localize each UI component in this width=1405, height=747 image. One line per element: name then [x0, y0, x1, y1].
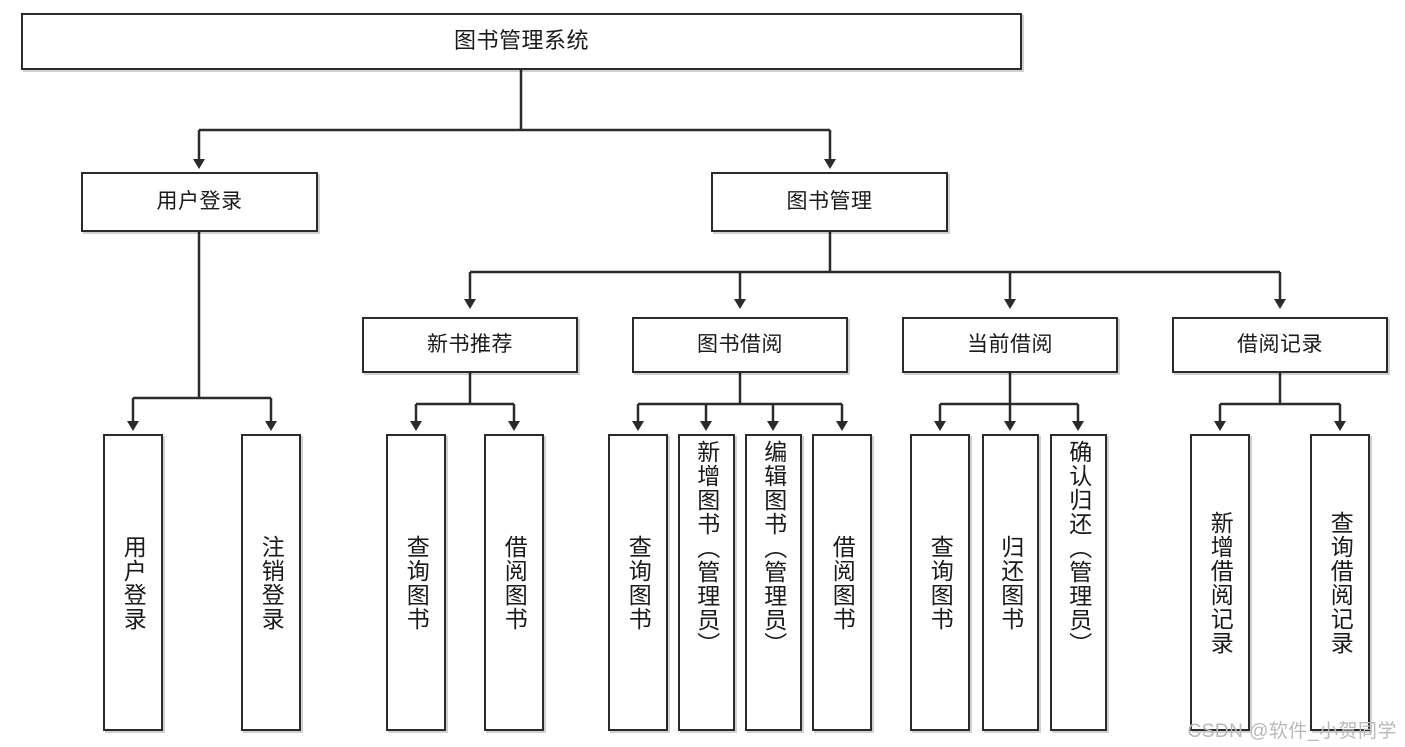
leaf-return-book[interactable]: 归还图书 — [982, 434, 1039, 731]
leaf-borrow-book-label: 借阅图书 — [829, 534, 856, 631]
leaf-borrow-book[interactable]: 借阅图书 — [812, 434, 872, 731]
leaf-query-borrow-record-label: 查询借阅记录 — [1327, 510, 1354, 655]
leaf-confirm-return-admin-label: 确认归还（管理员） — [1065, 440, 1092, 656]
node-book-management[interactable]: 图书管理 — [711, 172, 948, 232]
node-borrow-record-label: 借阅记录 — [1237, 333, 1323, 357]
node-current-borrow[interactable]: 当前借阅 — [902, 317, 1118, 373]
node-user-login[interactable]: 用户登录 — [81, 172, 318, 232]
leaf-query-book-borrow-label: 查询图书 — [625, 534, 652, 631]
leaf-edit-book-admin-label: 编辑图书（管理员） — [760, 440, 787, 656]
leaf-borrow-book-recommend-label: 借阅图书 — [501, 534, 528, 631]
leaf-user-login[interactable]: 用户登录 — [103, 434, 163, 731]
leaf-add-book-admin[interactable]: 新增图书（管理员） — [678, 434, 735, 731]
leaf-logout-label: 注销登录 — [258, 534, 285, 631]
node-new-book-recommend[interactable]: 新书推荐 — [362, 317, 578, 373]
leaf-edit-book-admin[interactable]: 编辑图书（管理员） — [745, 434, 802, 731]
node-root[interactable]: 图书管理系统 — [21, 13, 1022, 70]
node-current-borrow-label: 当前借阅 — [967, 333, 1053, 357]
leaf-logout[interactable]: 注销登录 — [241, 434, 301, 731]
node-new-book-recommend-label: 新书推荐 — [427, 333, 513, 357]
leaf-query-borrow-record[interactable]: 查询借阅记录 — [1310, 434, 1370, 731]
node-book-borrow-label: 图书借阅 — [697, 333, 783, 357]
node-borrow-record[interactable]: 借阅记录 — [1172, 317, 1388, 373]
node-user-login-label: 用户登录 — [156, 190, 243, 214]
leaf-query-book-current[interactable]: 查询图书 — [910, 434, 970, 731]
leaf-add-borrow-record-label: 新增借阅记录 — [1207, 510, 1234, 655]
leaf-add-borrow-record[interactable]: 新增借阅记录 — [1190, 434, 1250, 731]
leaf-add-book-admin-label: 新增图书（管理员） — [693, 440, 720, 656]
node-root-label: 图书管理系统 — [453, 28, 589, 54]
leaf-query-book-recommend[interactable]: 查询图书 — [386, 434, 446, 731]
leaf-return-book-label: 归还图书 — [997, 534, 1024, 631]
leaf-borrow-book-recommend[interactable]: 借阅图书 — [484, 434, 544, 731]
leaf-query-book-borrow[interactable]: 查询图书 — [608, 434, 668, 731]
leaf-query-book-recommend-label: 查询图书 — [403, 534, 430, 631]
node-book-borrow[interactable]: 图书借阅 — [632, 317, 848, 373]
leaf-user-login-label: 用户登录 — [120, 534, 147, 631]
watermark-text: CSDN @软件_小贺同学 — [1187, 721, 1397, 742]
leaf-query-book-current-label: 查询图书 — [927, 534, 954, 631]
leaf-confirm-return-admin[interactable]: 确认归还（管理员） — [1050, 434, 1107, 731]
node-book-management-label: 图书管理 — [786, 190, 873, 214]
